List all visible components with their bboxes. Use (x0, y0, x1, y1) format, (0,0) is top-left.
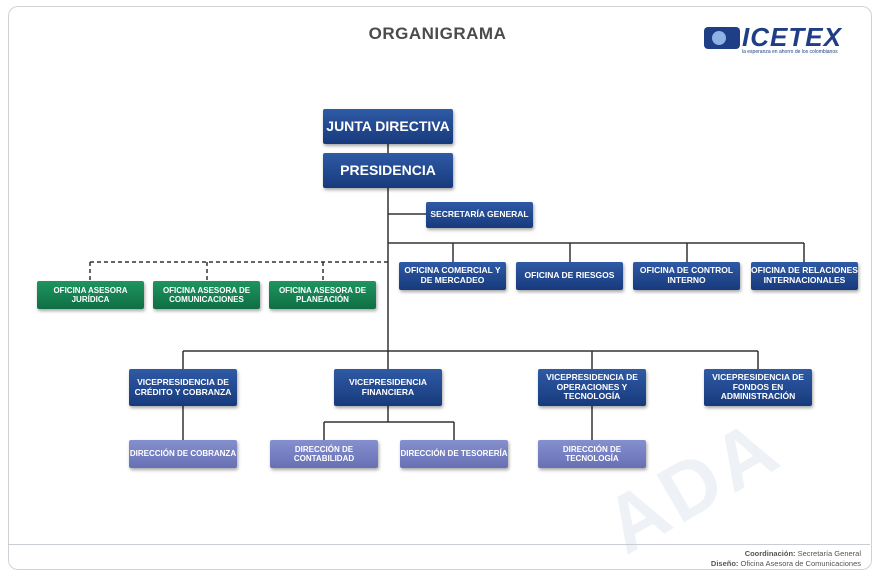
box-direccion-tecnologia: DIRECCIÓN DE TECNOLOGÍA (538, 440, 646, 468)
globe-icon (704, 27, 740, 49)
box-presidencia: PRESIDENCIA (323, 153, 453, 188)
box-vp-financiera: VICEPRESIDENCIA FINANCIERA (334, 369, 442, 406)
box-direccion-tesoreria: DIRECCIÓN DE TESORERÍA (400, 440, 508, 468)
box-secretaria-general: SECRETARÍA GENERAL (426, 202, 533, 228)
box-direccion-contabilidad: DIRECCIÓN DE CONTABILIDAD (270, 440, 378, 468)
box-junta-directiva: JUNTA DIRECTIVA (323, 109, 453, 144)
footer-design-label: Diseño: (710, 559, 739, 568)
footer-design: Diseño: Oficina Asesora de Comunicacione… (711, 559, 861, 568)
box-direccion-cobranza: DIRECCIÓN DE COBRANZA (129, 440, 237, 468)
box-oficina-riesgos: OFICINA DE RIESGOS (516, 262, 623, 290)
page-title: ORGANIGRAMA (368, 24, 507, 43)
footer-design-value: Oficina Asesora de Comunicaciones (740, 559, 861, 568)
box-oficina-control-interno: OFICINA DE CONTROL INTERNO (633, 262, 740, 290)
footer-coordination: Coordinación: Secretaría General (745, 549, 861, 558)
logo-text: ICETEX (742, 22, 842, 52)
box-oficina-comercial: OFICINA COMERCIAL Y DE MERCADEO (399, 262, 506, 290)
box-oficina-relaciones-internacionales: OFICINA DE RELACIONES INTERNACIONALES (751, 262, 858, 290)
box-oficina-asesora-juridica: OFICINA ASESORA JURÍDICA (37, 281, 144, 309)
icetex-logo: ICETEX la esperanza en ahorro de los col… (704, 22, 854, 55)
box-vp-fondos-administracion: VICEPRESIDENCIA DE FONDOS EN ADMINISTRAC… (704, 369, 812, 406)
box-vp-operaciones-tecnologia: VICEPRESIDENCIA DE OPERACIONES Y TECNOLO… (538, 369, 646, 406)
footer-divider (8, 544, 870, 545)
logo-subtitle: la esperanza en ahorro de los colombiano… (742, 49, 838, 55)
footer-coord-value: Secretaría General (797, 549, 861, 558)
footer-coord-label: Coordinación: (744, 549, 796, 558)
box-oficina-asesora-planeacion: OFICINA ASESORA DE PLANEACIÓN (269, 281, 376, 309)
box-oficina-asesora-comunicaciones: OFICINA ASESORA DE COMUNICACIONES (153, 281, 260, 309)
box-vp-credito-cobranza: VICEPRESIDENCIA DE CRÉDITO Y COBRANZA (129, 369, 237, 406)
